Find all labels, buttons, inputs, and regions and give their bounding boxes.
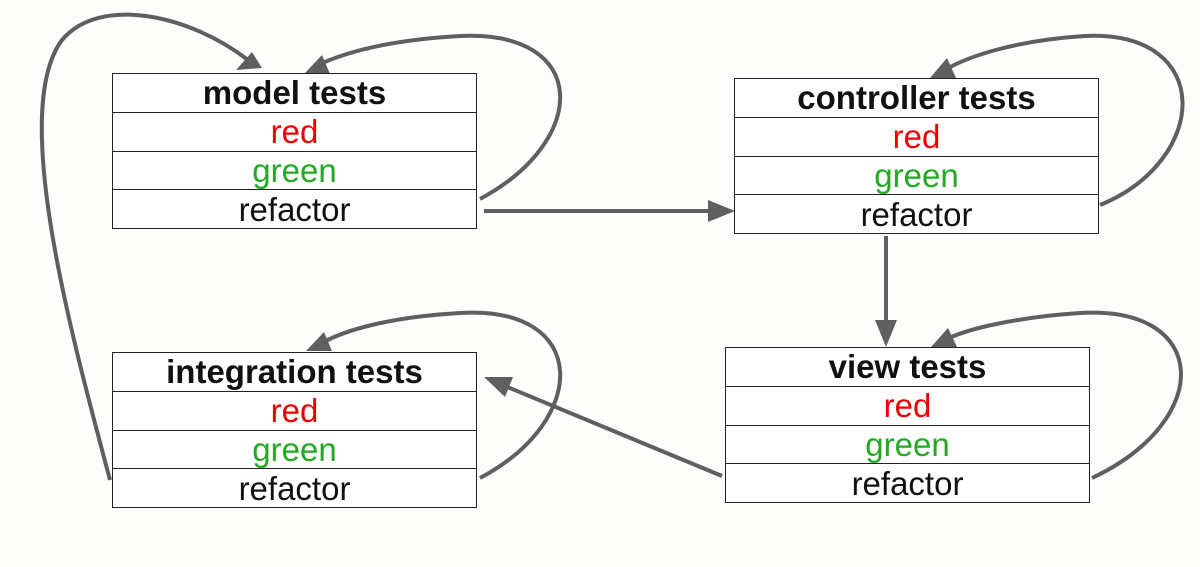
integration-tests-refactor: refactor [113,468,476,507]
integration-tests-box: integration tests red green refactor [112,352,477,508]
arrow-head-controller-to-view [875,320,897,347]
view-tests-title: view tests [828,348,987,386]
arrow-head-view-to-integration [484,377,513,397]
arrow-head-view-self-loop [931,328,957,347]
view-tests-refactor: refactor [726,463,1089,502]
arrow-model-self-loop [315,33,562,201]
model-tests-refactor: refactor [113,189,476,228]
model-tests-box: model tests red green refactor [112,73,477,229]
arrow-head-controller-self-loop [930,58,956,78]
model-tests-green: green [113,150,476,190]
controller-tests-title: controller tests [797,79,1036,117]
controller-tests-red: red [735,116,1098,156]
view-tests-box: view tests red green refactor [725,347,1090,503]
model-tests-red: red [113,111,476,151]
controller-tests-refactor: refactor [735,194,1098,233]
integration-tests-green: green [113,429,476,469]
model-tests-title: model tests [202,74,387,112]
integration-tests-red: red [113,390,476,430]
arrow-integration-self-loop [321,310,562,480]
view-tests-red: red [726,385,1089,425]
integration-tests-title: integration tests [166,353,423,391]
controller-tests-green: green [735,155,1098,195]
arrow-view-to-integration [504,384,723,478]
arrow-controller-self-loop [943,33,1185,207]
arrow-head-integration-to-model [236,52,262,70]
arrow-integration-to-model [39,12,250,481]
view-tests-green: green [726,424,1089,464]
controller-tests-box: controller tests red green refactor [734,78,1099,234]
arrow-head-model-to-controller [708,200,735,222]
arrow-view-self-loop [944,310,1183,480]
arrow-head-integration-self-loop [306,332,332,351]
arrow-head-model-self-loop [305,55,330,74]
